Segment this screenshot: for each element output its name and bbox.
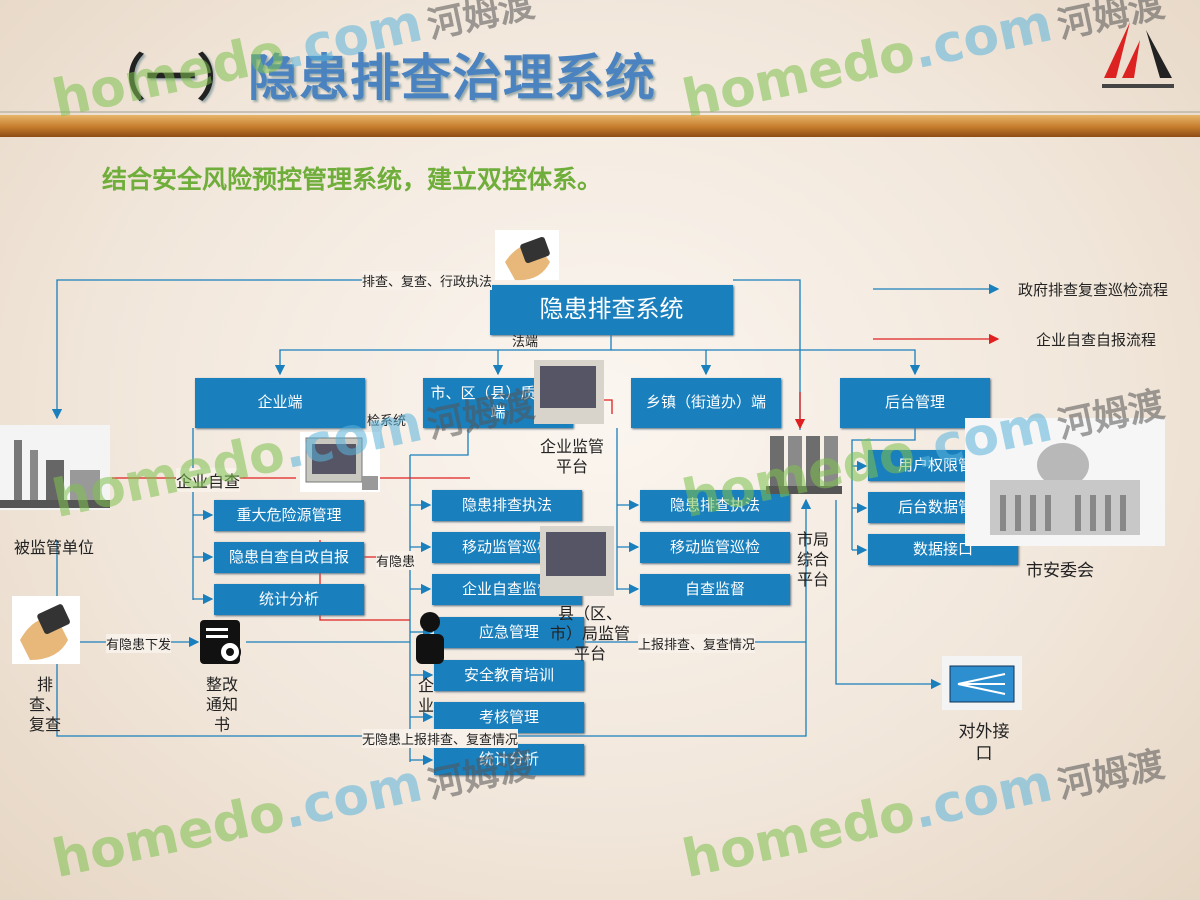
enterprise-end-box: 企业端 (195, 378, 365, 428)
top-flow-label: 排查、复查、行政执法 (362, 271, 493, 290)
legend-gov-label: 政府排查复查巡检流程 (1018, 281, 1169, 299)
supervised-unit-label: 被监管单位 (14, 538, 95, 557)
town-item: 移动监管巡检 (640, 532, 790, 563)
rectify-notice-label: 整改通知书 (206, 675, 239, 734)
external-interface-label: 对外接口 (958, 722, 1010, 765)
enterprise-item: 重大危险源管理 (214, 500, 364, 531)
town-item: 隐患排查执法 (640, 490, 790, 521)
county-platform-label: 县（区、市）局监管平台 (550, 604, 631, 663)
hazard-issue-label: 有隐患下发 (106, 634, 172, 653)
bureau-item: 应急管理 (434, 617, 584, 648)
law-end-label: 法端 (512, 335, 539, 350)
report-up-label: 上报排查、复查情况 (638, 634, 756, 653)
town-end-box: 乡镇（街道办）端 (631, 378, 781, 428)
no-hazard-label: 无隐患上报排查、复查情况 (362, 729, 519, 748)
has-hazard-label: 有隐患 (376, 551, 416, 570)
hazard-system-box: 隐患排查系统 (490, 285, 733, 335)
page-subtitle: 结合安全风险预控管理系统，建立双控体系。 (102, 165, 603, 194)
bureau-item: 统计分析 (434, 744, 584, 775)
inspect-recheck-label: 排查、复查 (28, 675, 61, 734)
legend-ent-label: 企业自查自报流程 (1036, 331, 1157, 349)
city-platform-label: 市局综合平台 (796, 530, 829, 589)
backend-item: 数据接口 (868, 534, 1018, 565)
page-title: （一）隐患排查治理系统 (95, 49, 656, 107)
bureau-item: 移动监管巡检 (432, 532, 582, 563)
town-item: 自查监督 (640, 574, 790, 605)
enterprise-platform-label: 企业监管平台 (540, 437, 605, 476)
check-system-label: 检系统 (367, 414, 407, 429)
enterprise-item: 隐患自查自改自报 (214, 542, 364, 573)
header-band (0, 115, 1200, 137)
enterprise-rectify-label: 企业整改 (418, 676, 434, 715)
header-divider (0, 111, 1200, 113)
backend-item: 后台数据管理 (868, 492, 1018, 523)
enterprise-selfcheck-label: 企业自查 (176, 468, 241, 492)
bureau-item: 考核管理 (434, 702, 584, 733)
bureau-item: 安全教育培训 (434, 660, 584, 691)
bureau-item: 企业自查监督 (432, 574, 582, 605)
bureau-item: 隐患排查执法 (432, 490, 582, 521)
city-safety-committee-label: 市安委会 (1026, 561, 1094, 581)
enterprise-item: 统计分析 (214, 584, 364, 615)
